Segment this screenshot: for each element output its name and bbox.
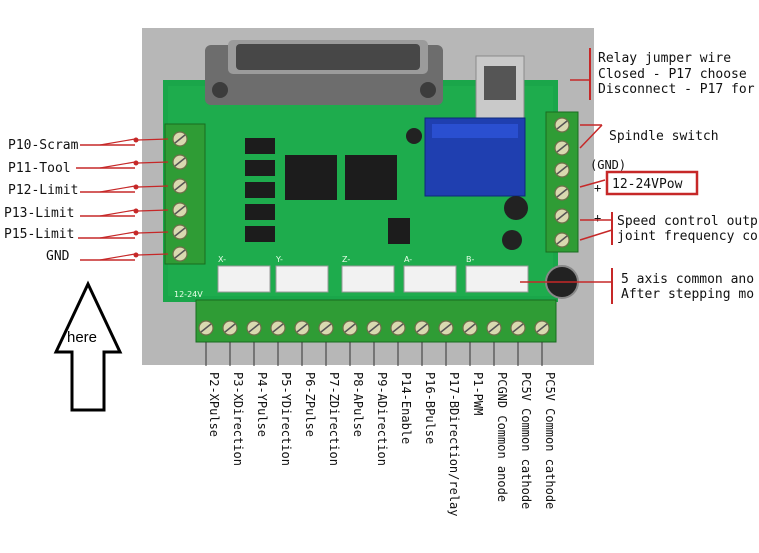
bottom-pin-label: PCGND Common anode [495, 372, 509, 502]
bottom-terminal-screw [222, 320, 238, 336]
speed-note-line-2: joint frequency co [617, 229, 758, 244]
left-terminal-screw [172, 178, 188, 194]
bottom-terminal-screw [198, 320, 214, 336]
axis-header: B- [465, 255, 529, 293]
bottom-pin-label: PC5V Common cathode [543, 372, 557, 509]
here-label: here [67, 329, 97, 346]
right-terminal-screw [554, 162, 570, 178]
axis-header: Z- [341, 255, 395, 293]
left-wire [80, 208, 169, 217]
bottom-terminal-screw [390, 320, 406, 336]
relay-icon [424, 117, 526, 197]
left-label-p15: P15-Limit [4, 227, 74, 242]
bottom-pin-label: P6-ZPulse [303, 372, 317, 437]
bottom-pin-labels: P2-XPulse P3-XDirection P4-YPulse P5-YDirec… [205, 342, 557, 517]
left-terminal-screw [172, 202, 188, 218]
right-terminal-screws [554, 117, 570, 248]
bottom-terminal-screw [342, 320, 358, 336]
right-terminal-screw [554, 117, 570, 133]
svg-text:+: + [594, 181, 601, 195]
axis-header-connectors: X- Y- Z- A- B- [217, 255, 529, 293]
bottom-terminal-screw [366, 320, 382, 336]
bottom-terminal-screw [270, 320, 286, 336]
right-terminal-screw [554, 140, 570, 156]
left-terminal-screw [172, 224, 188, 240]
spindle-switch-note: Spindle switch [609, 129, 719, 144]
axis-header-label: Y- [275, 255, 283, 264]
ic-chips [245, 138, 410, 244]
right-terminal-block [545, 111, 579, 253]
bottom-terminal-screw [294, 320, 310, 336]
power-input-note: 12-24VPow [612, 177, 683, 192]
bottom-terminal-screw [534, 320, 550, 336]
left-terminal-screw [172, 154, 188, 170]
common-note-line-1: 5 axis common ano [621, 272, 754, 287]
bottom-terminal-screws [198, 320, 550, 336]
bottom-terminal-screw [246, 320, 262, 336]
axis-header: X- [217, 255, 271, 293]
left-wire [80, 184, 169, 193]
left-label-p13: P13-Limit [4, 206, 74, 221]
left-terminal-screw [172, 246, 188, 262]
bottom-terminal-screw [414, 320, 430, 336]
bottom-pin-label: P7-ZDirection [327, 372, 341, 466]
svg-text:+: + [594, 211, 601, 225]
bottom-pin-label: P3-XDirection [231, 372, 245, 466]
bottom-pin-label: P1-PWM [471, 372, 485, 415]
bottom-pin-label: P2-XPulse [207, 372, 221, 437]
bottom-pin-label: P16-BPulse [423, 372, 437, 444]
left-terminal-block [164, 123, 206, 265]
power-input-box [605, 170, 699, 196]
right-terminal-screw [554, 232, 570, 248]
axis-header: A- [403, 255, 457, 293]
axis-header-label: A- [404, 255, 412, 264]
left-label-gnd: GND [46, 249, 70, 264]
bottom-terminal-screw [486, 320, 502, 336]
bottom-pin-label: P9-ADirection [375, 372, 389, 466]
right-terminal-screw [554, 208, 570, 224]
bottom-terminal-screw [462, 320, 478, 336]
relay-note-line-3: Disconnect - P17 for [598, 82, 755, 97]
bottom-terminal-screw [510, 320, 526, 336]
bottom-pin-label: P4-YPulse [255, 372, 269, 437]
left-label-p11: P11-Tool [8, 161, 71, 176]
axis-header-label: B- [466, 255, 474, 264]
bottom-pin-label: P14-Enable [399, 372, 413, 444]
axis-header-label: Z- [342, 255, 350, 264]
left-wire [76, 160, 169, 169]
relay-note-line-2: Closed - P17 choose [598, 67, 747, 82]
axis-header-label: X- [218, 255, 226, 264]
bottom-pin-label: P5-YDirection [279, 372, 293, 466]
bottom-pin-label: P17-BDirection/relay [447, 372, 461, 517]
bottom-pin-label: PC5V Common cathode [519, 372, 533, 509]
right-terminal-screw [554, 185, 570, 201]
common-note-line-2: After stepping mo [621, 287, 754, 302]
speed-note-line-1: Speed control outp [617, 214, 758, 229]
bottom-pin-label: P8-APulse [351, 372, 365, 437]
usb-port-icon [475, 55, 525, 121]
left-wire [80, 252, 169, 261]
left-terminal-screw [172, 131, 188, 147]
relay-note-line-1: Relay jumper wire [598, 51, 731, 66]
up-arrow-icon [53, 280, 123, 412]
gnd-note: (GND) [590, 158, 626, 172]
left-label-p12: P12-Limit [8, 183, 78, 198]
left-label-p10: P10-Scram [8, 138, 79, 153]
left-wire [78, 230, 169, 239]
bottom-terminal-screw [438, 320, 454, 336]
db25-connector-icon [205, 40, 443, 105]
axis-header: Y- [275, 255, 329, 293]
left-terminal-screws [172, 131, 188, 262]
capacitor-icon [406, 128, 579, 299]
board-voltage-mark: 12-24V [174, 290, 203, 299]
left-wire [80, 137, 169, 146]
bottom-terminal-screw [318, 320, 334, 336]
